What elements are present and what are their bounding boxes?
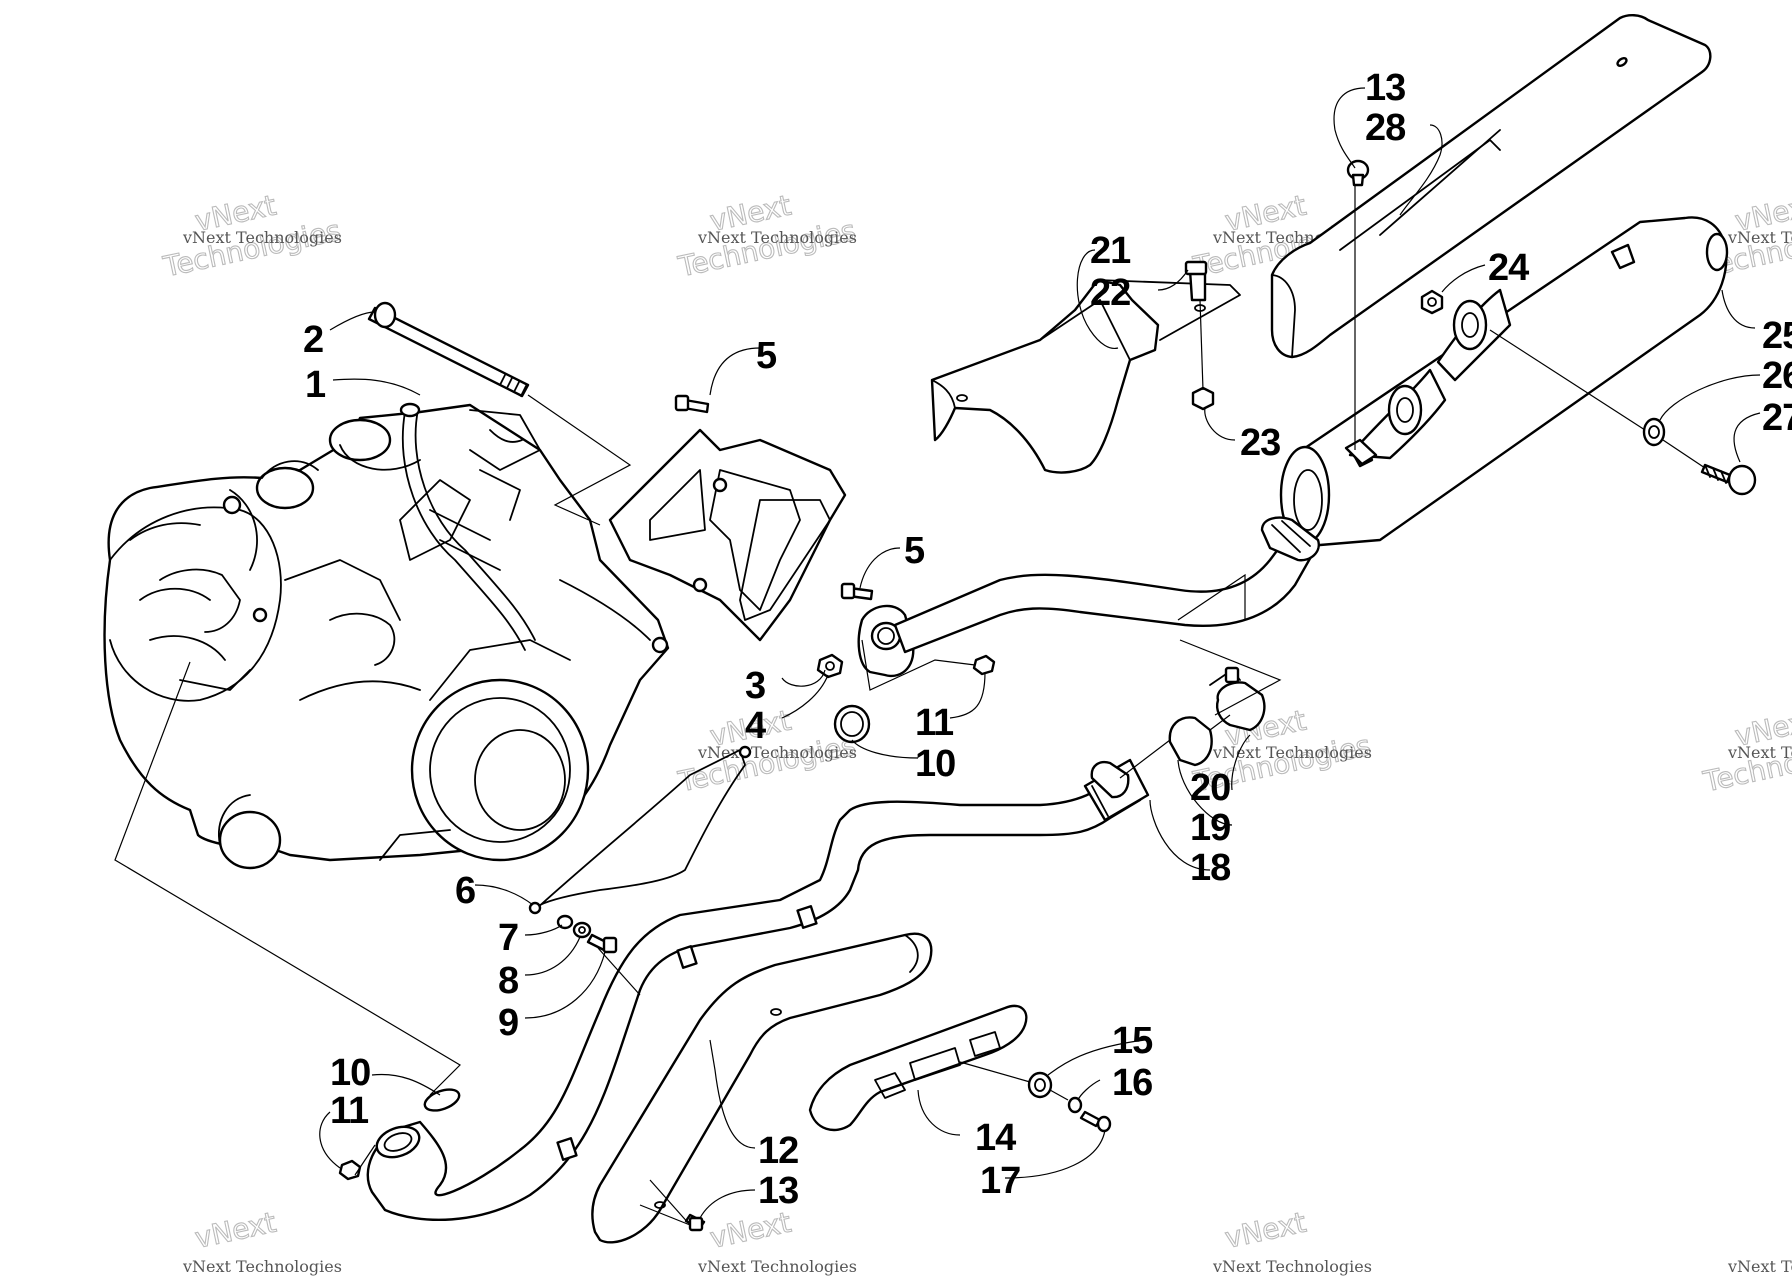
callout-25[interactable]: 25: [1762, 315, 1792, 357]
gasket-10-upper[interactable]: [833, 704, 871, 744]
callout-22[interactable]: 22: [1090, 272, 1131, 314]
watermark-text: vNext Technologies: [1212, 1257, 1372, 1276]
callout-21[interactable]: 21: [1090, 230, 1132, 272]
watermark-text: vNext Technologies: [1727, 743, 1792, 762]
callout-4[interactable]: 4: [745, 705, 767, 747]
callout-28[interactable]: 28: [1365, 107, 1406, 149]
bolt-17[interactable]: [1079, 1110, 1112, 1133]
spring-6[interactable]: [528, 745, 752, 915]
svg-text:vNext: vNext: [707, 1206, 794, 1255]
muffler-heat-shield[interactable]: [1270, 14, 1712, 359]
callout-9[interactable]: 9: [498, 1002, 519, 1044]
callout-5[interactable]: 5: [756, 335, 778, 377]
callout-5[interactable]: 5: [904, 530, 926, 572]
callout-14[interactable]: 14: [975, 1117, 1017, 1159]
seal-18[interactable]: [1090, 761, 1130, 799]
callout-7[interactable]: 7: [498, 917, 519, 959]
header-pipe[interactable]: [366, 758, 1150, 1221]
washer-16[interactable]: [1067, 1096, 1083, 1114]
watermark-text: vNext Technologies: [1727, 228, 1792, 247]
screw-13-lower[interactable]: [684, 1213, 706, 1232]
nut-23[interactable]: [1191, 386, 1215, 411]
outlet-heat-shield[interactable]: [808, 1004, 1028, 1132]
callout-20[interactable]: 20: [1190, 767, 1231, 809]
leader-lines: [114, 87, 1761, 1226]
watermark-text: vNext Technologies: [697, 1257, 857, 1276]
callout-15[interactable]: 15: [1112, 1020, 1154, 1062]
engine-assembly[interactable]: [103, 402, 670, 870]
bolt-22[interactable]: [1184, 260, 1208, 302]
bolt-5-lower[interactable]: [840, 582, 874, 601]
watermark-text: vNext Technologies: [182, 228, 342, 247]
watermark-text: vNext Technologies: [1212, 743, 1372, 762]
bolt-5-upper[interactable]: [674, 394, 710, 414]
engine-mount-bolt[interactable]: [367, 301, 530, 398]
bolt-9[interactable]: [586, 933, 618, 954]
watermark: vNext: [1222, 1205, 1310, 1255]
nut-3-4[interactable]: [816, 653, 844, 679]
bolt-27[interactable]: [1700, 463, 1757, 496]
callout-1[interactable]: 1: [305, 364, 327, 406]
nut-24[interactable]: [1420, 289, 1444, 315]
washer-8[interactable]: [572, 921, 592, 939]
callout-3[interactable]: 3: [745, 665, 766, 707]
watermark-text: vNext Technologies: [182, 1257, 342, 1276]
callout-27[interactable]: 27: [1762, 397, 1792, 439]
callout-8[interactable]: 8: [498, 960, 519, 1002]
gasket-19[interactable]: [1168, 716, 1213, 767]
grommet-26[interactable]: [1642, 417, 1666, 447]
callout-12[interactable]: 12: [758, 1130, 799, 1172]
callout-24[interactable]: 24: [1488, 247, 1530, 289]
gasket-10-lower[interactable]: [422, 1085, 462, 1114]
callout-13[interactable]: 13: [758, 1170, 799, 1212]
callout-19[interactable]: 19: [1190, 807, 1231, 849]
callout-10[interactable]: 10: [915, 743, 956, 785]
callout-10[interactable]: 10: [330, 1052, 371, 1094]
mid-pipe-flange[interactable]: [857, 604, 915, 678]
nut-11-upper[interactable]: [972, 654, 996, 676]
callout-2[interactable]: 2: [303, 319, 324, 361]
exhaust-bracket[interactable]: [608, 428, 847, 642]
watermark-text: vNext Technologies: [697, 228, 857, 247]
screw-13-upper[interactable]: [1346, 159, 1370, 187]
watermark: vNext: [192, 1205, 280, 1255]
watermark-text: vNext Technologies: [1727, 1257, 1792, 1276]
watermark-text: vNext Technologies: [697, 743, 857, 762]
muffler-inlet-clamp[interactable]: [1260, 516, 1320, 562]
callout-11[interactable]: 11: [330, 1090, 370, 1132]
callout-labels: 2 1 5 5 3 4 11 10 6 7 8 9 10 11 12 13 14…: [303, 67, 1792, 1212]
callout-26[interactable]: 26: [1762, 355, 1792, 397]
callout-11[interactable]: 11: [915, 702, 955, 744]
callout-13[interactable]: 13: [1365, 67, 1406, 109]
clamp-20[interactable]: [1209, 666, 1266, 732]
callout-17[interactable]: 17: [980, 1160, 1021, 1202]
header-heat-shield[interactable]: [591, 932, 933, 1244]
callout-6[interactable]: 6: [455, 870, 476, 912]
watermark: vNext: [707, 1205, 795, 1255]
svg-text:vNext: vNext: [1222, 1206, 1309, 1255]
nut-11-lower[interactable]: [338, 1159, 362, 1181]
muffler[interactable]: [1279, 216, 1729, 547]
callout-16[interactable]: 16: [1112, 1062, 1153, 1104]
callout-23[interactable]: 23: [1240, 422, 1281, 464]
grommet-15[interactable]: [1027, 1071, 1053, 1099]
mid-pipe[interactable]: [893, 538, 1314, 654]
callout-18[interactable]: 18: [1190, 847, 1231, 889]
muffler-bracket[interactable]: [930, 278, 1241, 474]
svg-text:vNext: vNext: [192, 1206, 279, 1255]
